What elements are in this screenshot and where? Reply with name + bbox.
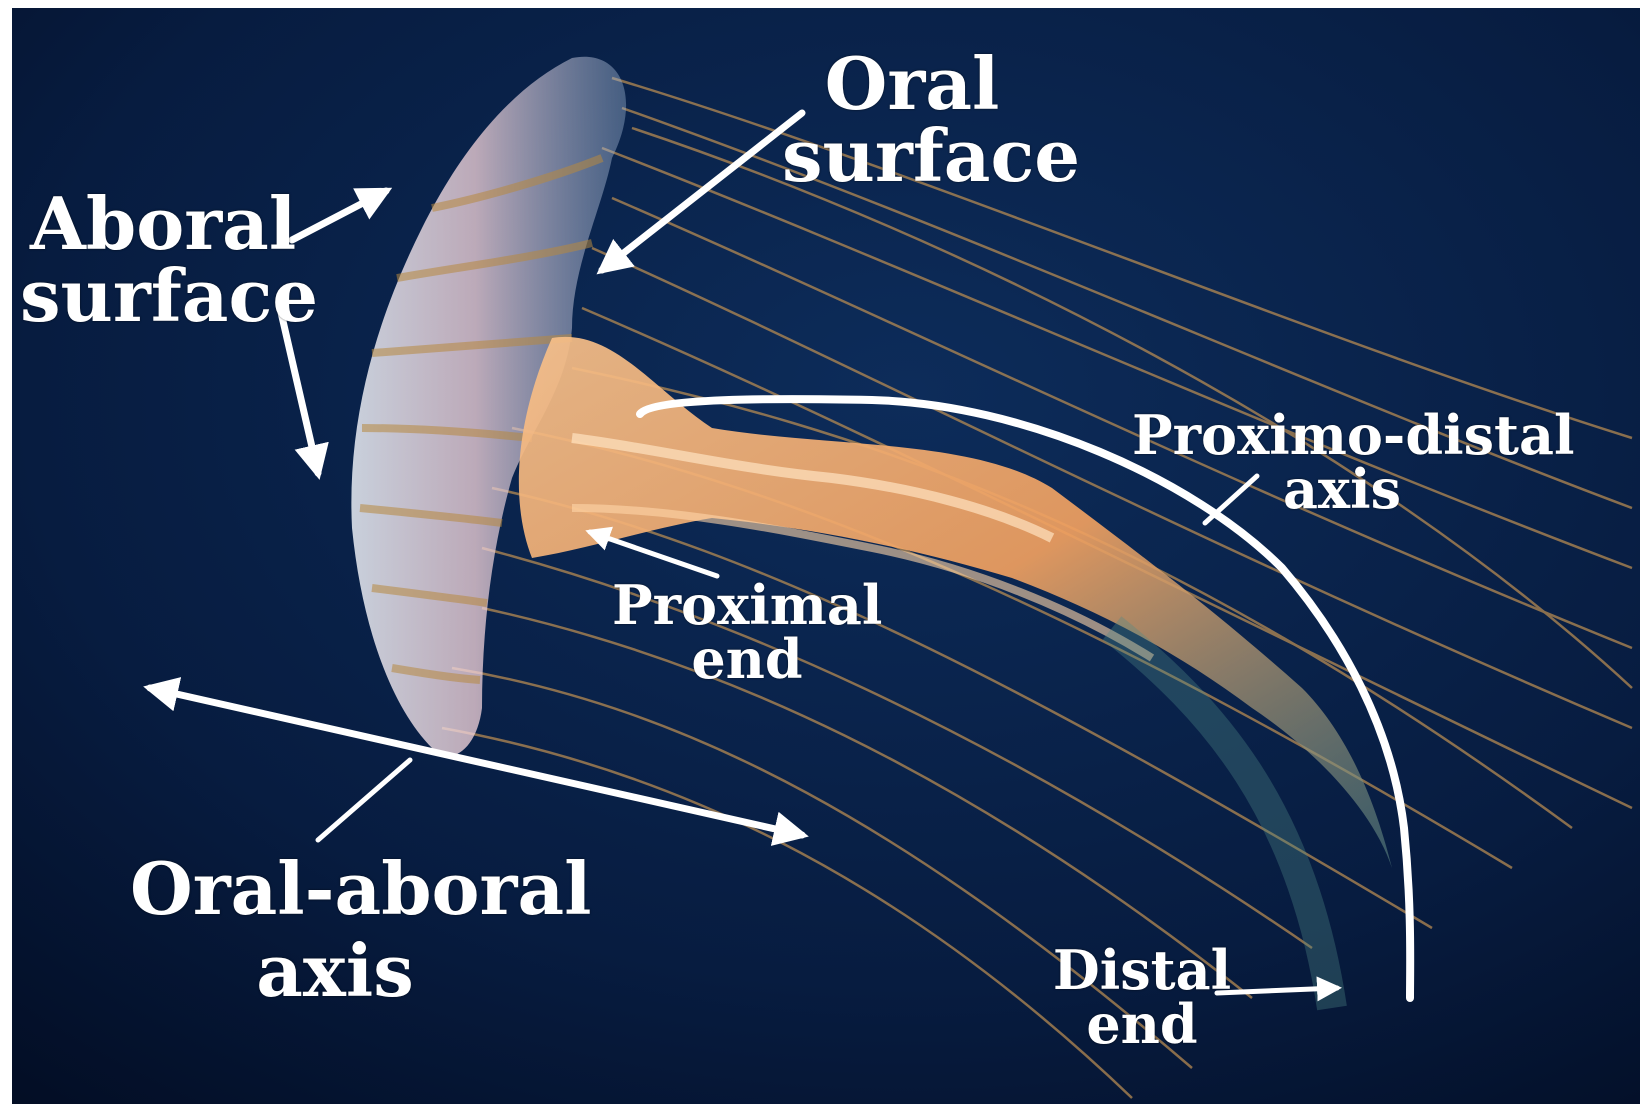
aboral-surface-line1: Aboral — [20, 188, 290, 260]
oral-surface-line2: surface — [782, 120, 1042, 192]
proximo-distal-axis-label: Proximo-distal axis — [1132, 408, 1552, 516]
distal-end-line1: Distal — [1052, 943, 1232, 997]
oral-aboral-line2: axis — [130, 935, 540, 1007]
proximo-distal-line1: Proximo-distal — [1132, 408, 1552, 462]
oral-surface-label: Oral surface — [782, 48, 1042, 192]
aboral-surface-label: Aboral surface — [20, 188, 290, 332]
jellyfish-figure: Oral surface Aboral surface Proximo-dist… — [12, 8, 1640, 1104]
proximal-end-label: Proximal end — [612, 578, 882, 686]
distal-end-label: Distal end — [1052, 943, 1232, 1051]
proximal-end-line1: Proximal — [612, 578, 882, 632]
oral-aboral-line1: Oral-aboral — [130, 853, 540, 925]
oral-aboral-axis-label: Oral-aboral axis — [130, 853, 540, 1007]
aboral-surface-line2: surface — [20, 260, 290, 332]
proximal-end-line2: end — [612, 632, 882, 686]
oral-surface-line1: Oral — [782, 48, 1042, 120]
distal-end-line2: end — [1052, 997, 1232, 1051]
proximo-distal-line2: axis — [1132, 462, 1552, 516]
